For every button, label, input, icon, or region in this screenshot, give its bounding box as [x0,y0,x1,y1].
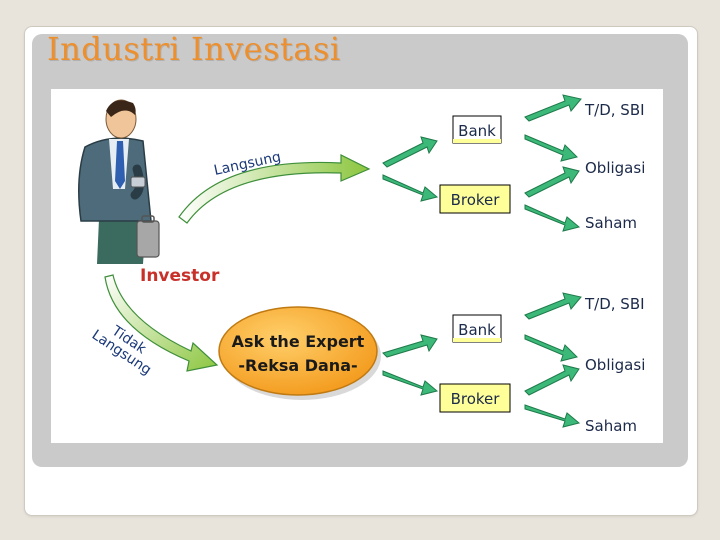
asset-td-sbi-bottom: T/D, SBI [584,295,645,313]
bank-label-top: Bank [458,122,496,140]
expert-node [219,307,381,400]
asset-saham-bottom: Saham [585,417,637,435]
broker-label-top: Broker [451,191,501,209]
broker-label-bottom: Broker [451,390,501,408]
arrow-broker-to-obligasi-bottom [525,365,579,395]
slide-title: Industri Investasi [47,30,341,68]
asset-obligasi-top: Obligasi [585,159,645,177]
expert-label-line1: Ask the Expert [232,332,365,351]
bank-label-bottom: Bank [458,321,496,339]
investor-label: Investor [140,266,220,286]
arrow-broker-to-saham-top [525,205,579,231]
group-bottom: Bank Broker T/D, SBI Obligasi Saham [383,293,645,435]
arrow-to-broker-top [383,175,437,201]
investor-figure-icon [79,100,159,264]
arrow-bank-to-obligasi-bottom [525,335,577,361]
arrow-broker-to-saham-bottom [525,405,579,427]
asset-td-sbi-top: T/D, SBI [584,101,645,119]
diagram-canvas: Investor Langsung Tidak Langsung Ask the… [51,89,663,443]
arrow-broker-to-obligasi-top [525,167,579,197]
arrow-to-bank-top [383,137,437,167]
arrow-bank-to-obligasi-top [525,135,577,161]
asset-obligasi-bottom: Obligasi [585,356,645,374]
expert-label-line2: -Reksa Dana- [238,356,357,375]
group-top: Bank Broker T/D, SBI Obligasi Saham [383,95,645,232]
investment-diagram: Investor Langsung Tidak Langsung Ask the… [51,89,663,443]
arrow-to-broker-bottom [383,371,437,395]
arrow-to-bank-bottom [383,335,437,357]
arrow-bank-to-td-bottom [525,293,581,319]
asset-saham-top: Saham [585,214,637,232]
arrow-bank-to-td-top [525,95,581,121]
